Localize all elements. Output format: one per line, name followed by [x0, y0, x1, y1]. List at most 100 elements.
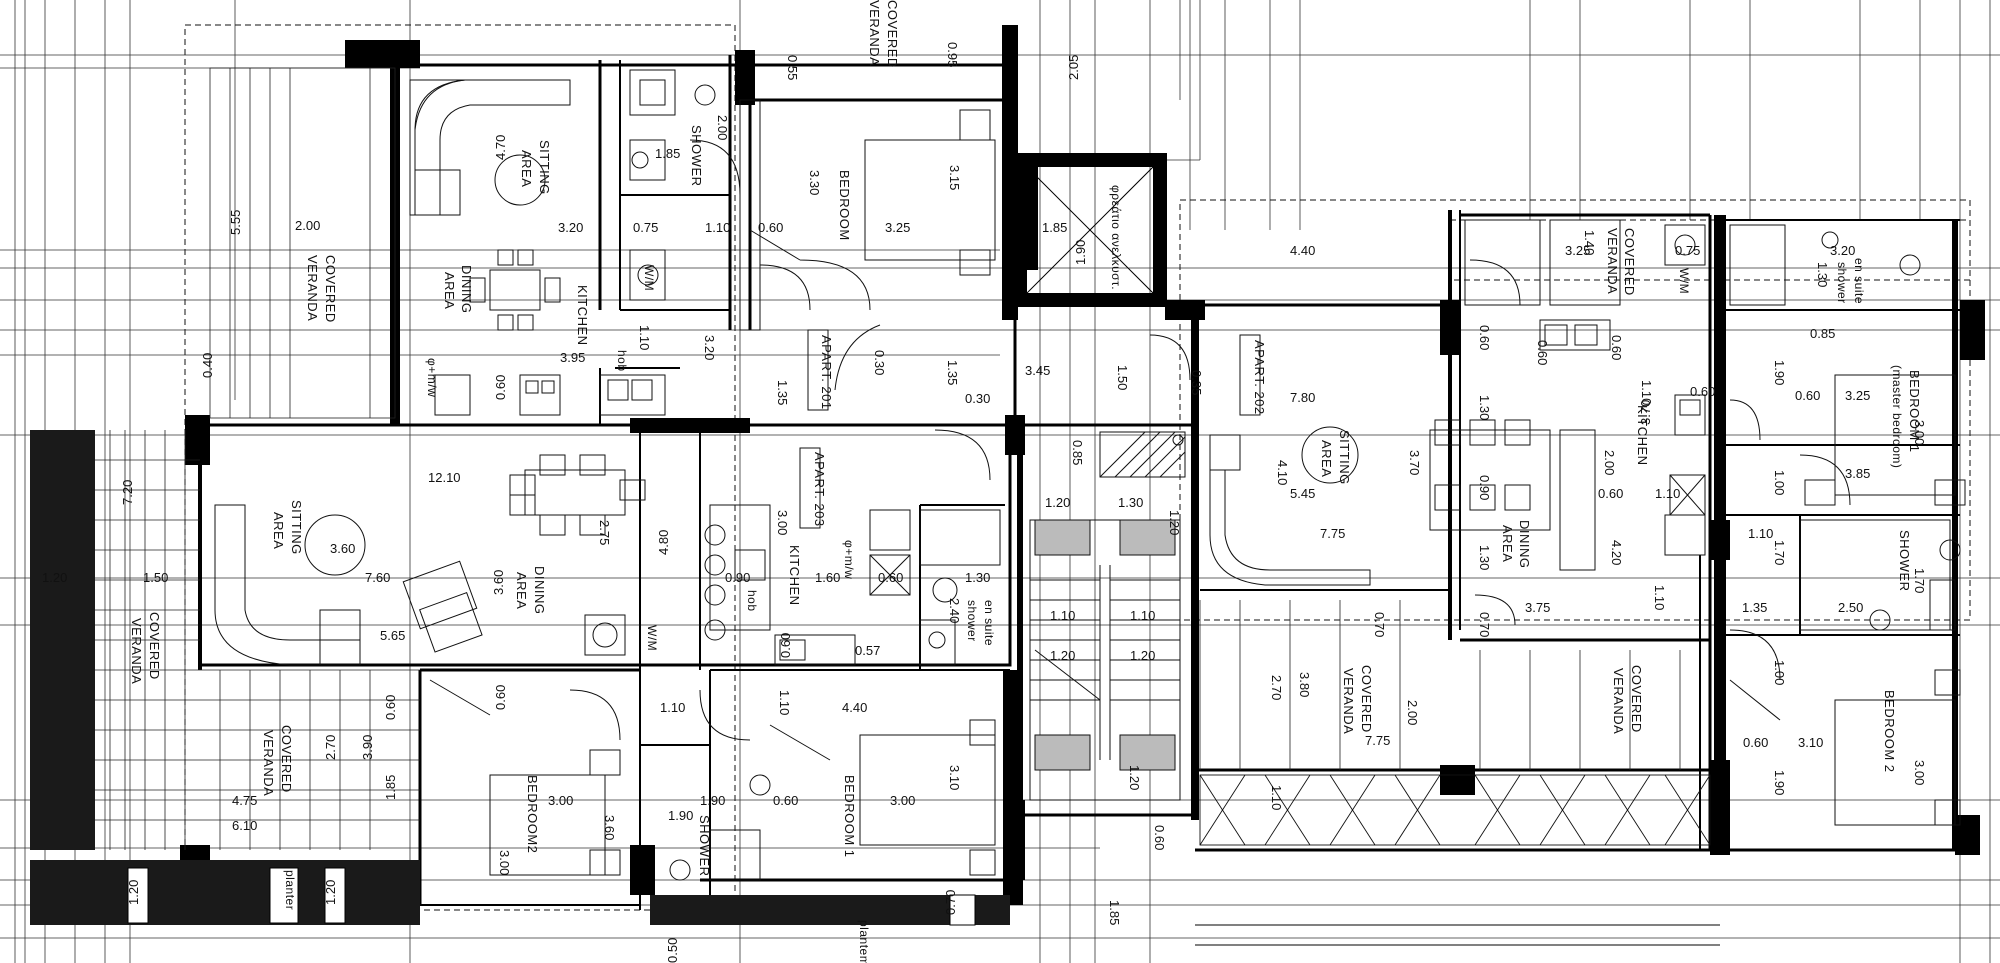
dim-0-70-a: 0.70	[943, 890, 958, 915]
label-shower-201: SHOWER	[689, 125, 704, 187]
dim-1-35-c: 1.35	[1742, 600, 1767, 615]
dim-5-45: 5.45	[1290, 486, 1315, 501]
dim-1-30-c: 1.30	[1477, 395, 1492, 420]
dim-0-75: 0.75	[633, 220, 658, 235]
dim-1-20-e: 1.20	[1167, 510, 1182, 535]
dim-3-25-a: 3.25	[885, 220, 910, 235]
planter-bands	[30, 430, 1010, 926]
dim-1-85-a: 1.85	[1042, 220, 1067, 235]
dim-1-10-g: 1.10	[1655, 486, 1680, 501]
dim-3-00-e: 3.00	[1912, 420, 1927, 445]
label-wm-203: W/M	[645, 625, 659, 651]
dim-3-60-c: 3.60	[602, 815, 617, 840]
label-bedroom1-202: BEDROOM 1	[1907, 370, 1922, 453]
dim-1-35-a: 1.35	[775, 380, 790, 405]
dim-1-20-d: 1.20	[1045, 495, 1070, 510]
dim-0-85-b: 0.85	[1810, 326, 1835, 341]
label-veranda-201: VERANDA	[305, 255, 320, 321]
dim-1-10-k: 1.10	[1269, 785, 1284, 810]
label-dining-area-203: AREA	[514, 572, 529, 609]
dim-0-60-l: 0.60	[1690, 384, 1715, 399]
dim-2-05: 2.05	[1066, 55, 1081, 80]
dim-1-10-e: 1.10	[1050, 608, 1075, 623]
dim-1-60: 1.60	[815, 570, 840, 585]
dim-1-20-f: 1.20	[1050, 648, 1075, 663]
dim-4-75: 4.75	[232, 793, 257, 808]
dim-7-80: 7.80	[1290, 390, 1315, 405]
dim-0-90-a: 0.90	[725, 570, 750, 585]
dim-4-70: 4.70	[493, 135, 508, 160]
dim-1-50: 1.50	[1115, 365, 1130, 390]
dim-3-20-a: 3.20	[558, 220, 583, 235]
dim-3-60-b: 3.60	[491, 570, 506, 595]
dim-3-25-c: 3.25	[1845, 388, 1870, 403]
dimension-labels: 5.55 2.00 4.70 3.20 0.75 1.10 0.60 3.25 …	[42, 42, 1927, 963]
label-veranda-202a: VERANDA	[1341, 668, 1356, 734]
label-covered-202a: COVERED	[1359, 665, 1374, 733]
label-phimw-201: φ+m/w	[425, 358, 439, 397]
dim-0-55: 0.55	[785, 55, 800, 80]
dim-4-40-b: 4.40	[842, 700, 867, 715]
label-veranda-202b: VERANDA	[1611, 668, 1626, 734]
dim-0-60-o: 0.60	[1743, 735, 1768, 750]
label-shower-203: SHOWER	[697, 815, 712, 877]
dim-4-10: 4.10	[1275, 460, 1290, 485]
label-wm-201: W/M	[642, 265, 656, 291]
dim-1-85-d: 1.85	[1107, 900, 1122, 925]
dim-1-90-c: 1.90	[668, 808, 693, 823]
dim-0-40-a: 0.40	[200, 353, 215, 378]
dim-4-80: 4.80	[656, 530, 671, 555]
dim-3-30: 3.30	[807, 170, 822, 195]
dim-3-20-c: 3.20	[1830, 243, 1855, 258]
dim-1-00-b: 1.00	[1772, 660, 1787, 685]
label-sitting-area-203: AREA	[271, 512, 286, 549]
dim-3-00-b: 3.00	[548, 793, 573, 808]
label-dining-area-202: AREA	[1500, 525, 1515, 562]
dim-3-95: 3.95	[560, 350, 585, 365]
dim-0-57: 0.57	[855, 643, 880, 658]
label-apt-201: APART. 201	[819, 335, 834, 410]
dim-0-60-f: 0.60	[493, 685, 508, 710]
label-bedroom2-203: BEDROOM2	[525, 775, 540, 853]
dim-5-65: 5.65	[380, 628, 405, 643]
label-veranda-top: VERANDA	[867, 0, 882, 66]
label-bedroom2-202: BEDROOM 2	[1882, 690, 1897, 773]
label-veranda-202-top: VERANDA	[1605, 228, 1620, 294]
dim-1-30-e: 1.30	[1815, 262, 1830, 287]
dim-1-90-b: 1.90	[700, 793, 725, 808]
label-dining-203: DINING	[532, 566, 547, 615]
dim-3-70-b: 3.70	[1638, 400, 1653, 425]
label-covered-202-top: COVERED	[1622, 228, 1637, 296]
dim-2-70: 2.70	[323, 735, 338, 760]
dim-1-35-b: 1.35	[945, 360, 960, 385]
dim-3-15: 3.15	[947, 165, 962, 190]
dim-0-90-b: 0.90	[1477, 475, 1492, 500]
dim-0-60-d: 0.60	[778, 633, 793, 658]
dim-7-75-b: 7.75	[1365, 733, 1390, 748]
dim-1-50-b: 1.50	[143, 570, 168, 585]
dim-3-00-c: 3.00	[497, 850, 512, 875]
label-bedroom1-203: BEDROOM 1	[842, 775, 857, 858]
dim-2-00: 2.00	[295, 218, 320, 233]
dim-3-85: 3.85	[1845, 466, 1870, 481]
dim-2-00-b: 2.00	[715, 115, 730, 140]
dim-1-10-d: 1.10	[777, 690, 792, 715]
label-dining-area-201: AREA	[442, 272, 457, 309]
dim-1-85-b: 1.85	[655, 146, 680, 161]
dim-5-55: 5.55	[228, 210, 243, 235]
dim-0-60-c: 0.60	[878, 570, 903, 585]
room-labels: COVERED VERANDA SITTING AREA DINING AREA…	[129, 0, 1922, 963]
label-veranda-203b: VERANDA	[261, 730, 276, 796]
dim-3-10-a: 3.10	[947, 765, 962, 790]
dim-3-90: 3.90	[360, 735, 375, 760]
label-planter-2: plantem	[857, 920, 871, 963]
dim-0-60-j: 0.60	[1535, 340, 1550, 365]
dim-2-40: 2.40	[947, 598, 962, 623]
dim-7-20: 7.20	[120, 480, 135, 505]
label-kitchen-201: KITCHEN	[575, 285, 590, 346]
label-sitting-area-202: AREA	[1319, 440, 1334, 477]
dim-12-10: 12.10	[428, 470, 461, 485]
dim-0-35: 0.35	[1189, 370, 1204, 395]
dim-1-90-e: 1.90	[1772, 770, 1787, 795]
label-sitting-201: SITTING	[537, 140, 552, 195]
